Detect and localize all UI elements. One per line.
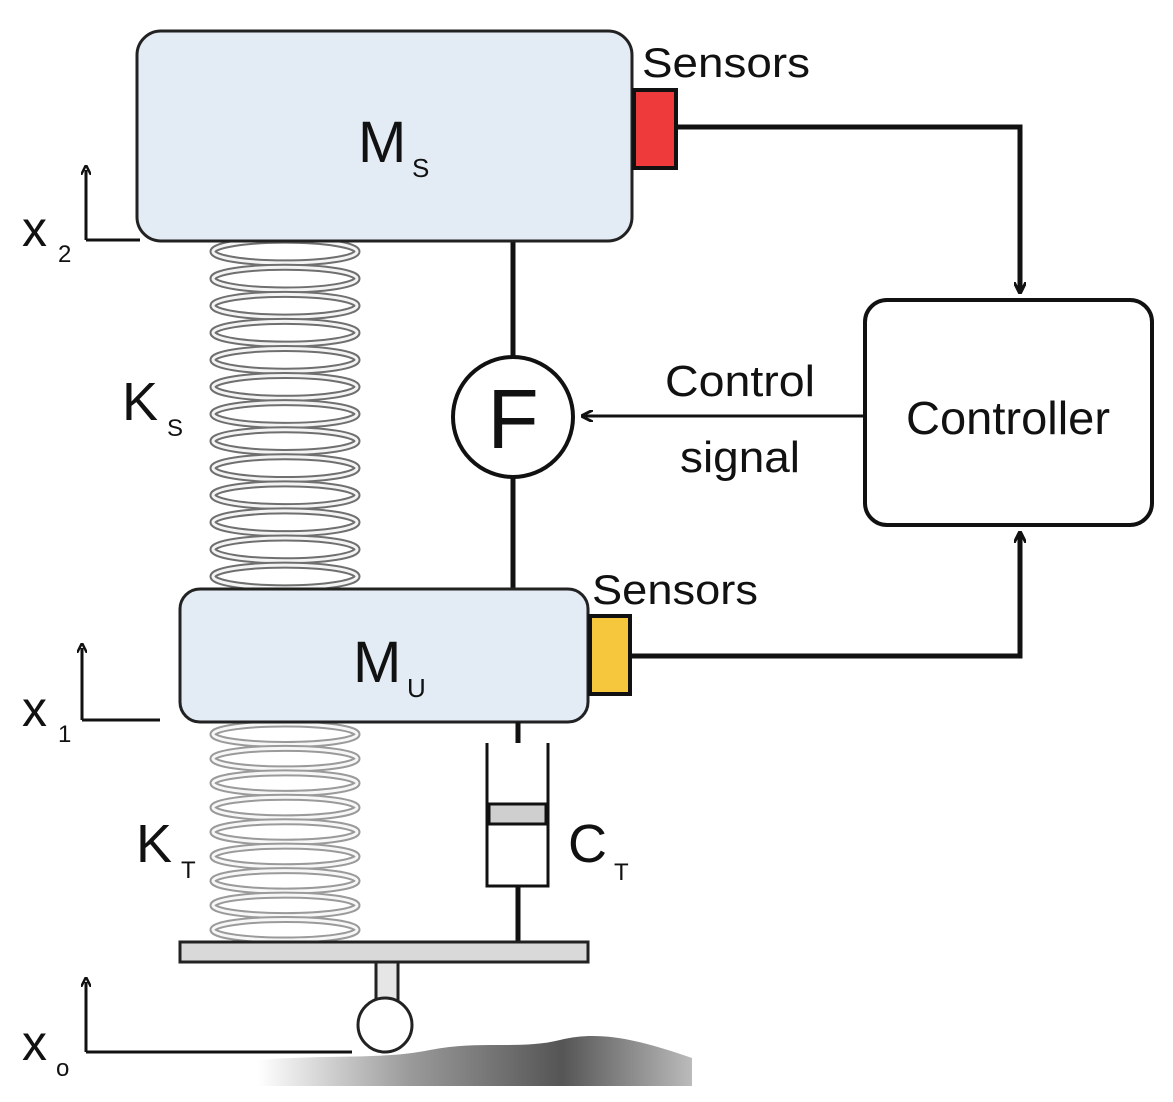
- sensor-top-block: [632, 88, 678, 170]
- x1-label: x: [22, 681, 47, 737]
- force-actuator-label: F: [487, 372, 538, 466]
- suspension-spring: [209, 236, 361, 592]
- damper-subscript: T: [614, 859, 629, 886]
- spring-coil-highlight: [211, 893, 359, 918]
- sprung-mass-label: M: [358, 110, 406, 175]
- spring-coil-highlight: [211, 455, 359, 482]
- spring-coil-highlight: [211, 795, 359, 820]
- damper-piston: [487, 802, 548, 826]
- sensor-top-to-controller-wire: [677, 124, 1020, 292]
- tire-spring: [209, 720, 361, 944]
- sensor-bottom-block: [588, 614, 632, 696]
- x2-subscript: 2: [58, 241, 71, 268]
- x2-displacement-axis: [86, 170, 140, 242]
- spring-coil-highlight: [211, 428, 359, 454]
- spring-coil-highlight: [211, 265, 359, 292]
- spring-coil-highlight: [211, 509, 359, 536]
- tire-contact-wheel: [356, 996, 414, 1054]
- x0-displacement-axis: [86, 982, 352, 1054]
- force-actuator-circle: [451, 355, 575, 479]
- tire-spring-label: K: [136, 814, 172, 874]
- suspension-spring-label: K: [122, 372, 158, 432]
- unsprung-mass-subscript: U: [407, 673, 426, 703]
- spring-coil-highlight: [211, 869, 359, 893]
- controller-box: [863, 298, 1154, 527]
- damper-label: C: [568, 814, 607, 874]
- sprung-mass-subscript: S: [412, 153, 429, 183]
- spring-coil-highlight: [211, 292, 359, 319]
- spring-coil-highlight: [211, 820, 359, 844]
- sensor-bottom-to-controller-wire: [630, 533, 1020, 659]
- spring-coil-highlight: [211, 536, 359, 563]
- x1-subscript: 1: [58, 721, 71, 748]
- spring-coil-highlight: [211, 482, 359, 509]
- road-surface: [258, 1036, 692, 1086]
- control-signal-line2: signal: [680, 433, 800, 482]
- control-signal-line1: Control: [665, 357, 815, 406]
- x2-label: x: [22, 201, 47, 257]
- sensor-top-label: Sensors: [642, 39, 810, 86]
- spring-coil-highlight: [211, 401, 359, 427]
- spring-coil-highlight: [211, 771, 359, 795]
- x0-label: x: [22, 1015, 47, 1071]
- base-plate: [178, 940, 590, 964]
- sensor-bottom-label: Sensors: [592, 566, 758, 613]
- spring-coil-highlight: [211, 918, 359, 942]
- spring-coil-highlight: [211, 844, 359, 869]
- spring-coil-highlight: [211, 722, 359, 746]
- spring-coil-highlight: [211, 374, 359, 400]
- controller-label: Controller: [906, 392, 1110, 444]
- x1-displacement-axis: [82, 648, 160, 722]
- tire-spring-subscript: T: [181, 857, 196, 884]
- spring-coil-highlight: [211, 319, 359, 346]
- spring-coil-highlight: [211, 746, 359, 771]
- unsprung-mass-label: M: [353, 630, 401, 695]
- suspension-spring-subscript: S: [167, 415, 183, 442]
- x0-subscript: o: [56, 1055, 69, 1082]
- spring-coil-highlight: [211, 346, 359, 373]
